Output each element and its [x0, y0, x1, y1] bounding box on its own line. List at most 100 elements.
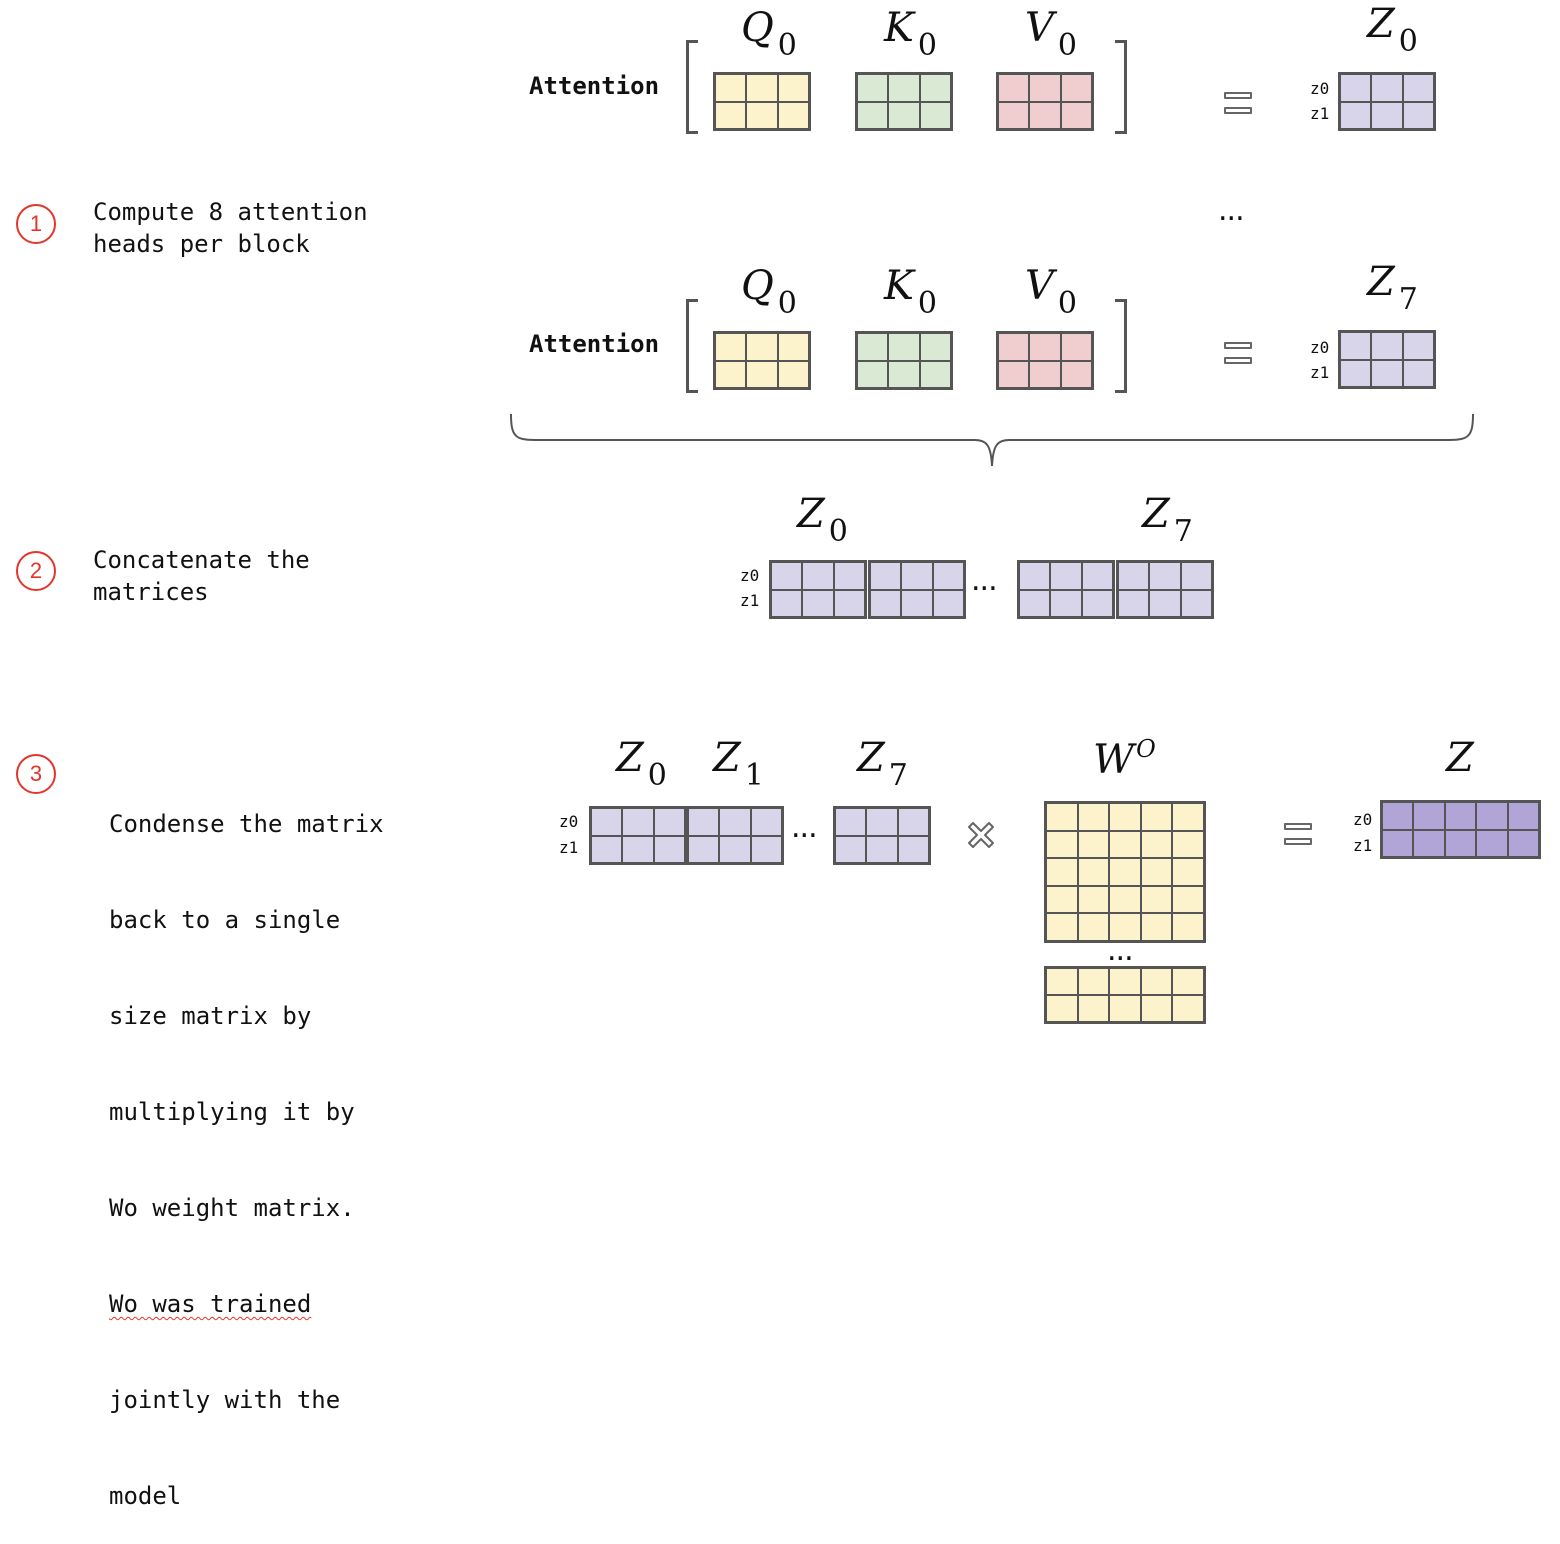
matrix-cell	[1029, 101, 1061, 129]
matrix-cell	[777, 333, 809, 361]
step-1-text: Compute 8 attention heads per block	[93, 198, 368, 258]
matrix-cell	[1172, 968, 1204, 995]
matrix-cell	[777, 101, 809, 129]
matrix-cell	[1029, 74, 1061, 102]
equals-icon	[1224, 342, 1252, 364]
matrix-cell	[1476, 829, 1508, 857]
matrix-cell	[591, 835, 623, 863]
matrix-cell	[897, 808, 929, 836]
left-bracket	[686, 40, 698, 134]
matrix-cell	[746, 333, 778, 361]
attention-label: Attention	[529, 72, 660, 100]
matrix-cell	[1118, 589, 1150, 617]
equals-icon	[1224, 92, 1252, 114]
row-label: z0	[1353, 810, 1373, 829]
matrix-cell	[771, 589, 803, 617]
step-3-line: Wo was trained	[109, 1290, 312, 1318]
matrix-cell	[1172, 995, 1204, 1022]
matrix-cell	[870, 589, 902, 617]
query-matrix	[713, 331, 811, 390]
matrix-cell	[1140, 968, 1173, 995]
ellipsis: ...	[791, 810, 818, 845]
row-label: z1	[740, 591, 760, 610]
matrix-cell	[1340, 359, 1372, 387]
matrix-cell	[1140, 995, 1173, 1022]
matrix-cell	[919, 333, 951, 361]
matrix-cell	[919, 101, 951, 129]
matrix-cell	[746, 74, 778, 102]
right-bracket	[1115, 299, 1127, 393]
matrix-cell	[1172, 858, 1204, 886]
matrix-cell	[1140, 913, 1173, 941]
step-3-badge: 3	[16, 754, 56, 794]
row-label: z1	[1310, 363, 1330, 382]
matrix-cell	[1029, 360, 1061, 388]
step-2-badge: 2	[16, 551, 56, 591]
matrix-cell	[1340, 101, 1372, 129]
matrix-cell	[591, 808, 623, 836]
matrix-cell	[866, 808, 898, 836]
matrix-cell	[1081, 589, 1113, 617]
matrix-cell	[715, 101, 747, 129]
matrix-cell	[1060, 74, 1092, 102]
matrix-cell	[1444, 829, 1477, 857]
matrix-cell	[750, 835, 782, 863]
matrix-cell	[1109, 858, 1141, 886]
row-label: z0	[559, 812, 579, 831]
matrix-cell	[1149, 562, 1181, 590]
matrix-cell	[1046, 968, 1078, 995]
matrix-cell	[622, 808, 654, 836]
matrix-cell	[897, 835, 929, 863]
matrix-cell	[901, 589, 933, 617]
left-bracket	[686, 299, 698, 393]
matrix-cell	[833, 589, 865, 617]
z-matrix	[1338, 72, 1436, 131]
matrix-cell	[1109, 803, 1141, 831]
matrix-cell	[1050, 562, 1082, 590]
matrix-cell	[1382, 802, 1414, 830]
matrix-cell	[1140, 858, 1173, 886]
matrix-cell	[622, 835, 654, 863]
row-label: z0	[1310, 79, 1330, 98]
matrix-cell	[719, 835, 751, 863]
step-3-line: jointly with the	[109, 1386, 341, 1414]
equals-icon	[1284, 823, 1312, 845]
matrix-cell	[1109, 995, 1141, 1022]
matrix-cell	[1077, 885, 1110, 914]
matrix-cell	[901, 562, 933, 590]
matrix-cell	[1019, 589, 1051, 617]
matrix-cell	[688, 808, 720, 836]
matrix-cell	[932, 589, 964, 617]
matrix-cell	[1413, 829, 1445, 857]
matrix-cell	[1444, 802, 1477, 830]
matrix-cell	[1109, 885, 1141, 914]
matrix-cell	[1149, 589, 1181, 617]
matrix-cell	[1172, 830, 1204, 859]
query-matrix	[713, 72, 811, 131]
matrix-cell	[1046, 803, 1078, 831]
matrix-cell	[835, 808, 867, 836]
matrix-cell	[1019, 562, 1051, 590]
matrix-cell	[1371, 101, 1403, 129]
matrix-cell	[1046, 830, 1078, 859]
matrix-cell	[1046, 995, 1078, 1022]
step-3-number: 3	[29, 761, 43, 786]
matrix-cell	[857, 333, 889, 361]
matrix-cell	[1077, 995, 1110, 1022]
matrix-cell	[1476, 802, 1508, 830]
matrix-cell	[1109, 968, 1141, 995]
multiply-icon	[968, 822, 994, 848]
ellipsis: ...	[1107, 933, 1134, 968]
matrix-cell	[1507, 802, 1539, 830]
matrix-cell	[857, 101, 889, 129]
result-matrix	[1380, 800, 1541, 859]
ellipsis: ...	[1218, 193, 1245, 228]
matrix-cell	[888, 101, 920, 129]
step-3-line: Wo was trained	[109, 1288, 384, 1320]
matrix-cell	[715, 333, 747, 361]
